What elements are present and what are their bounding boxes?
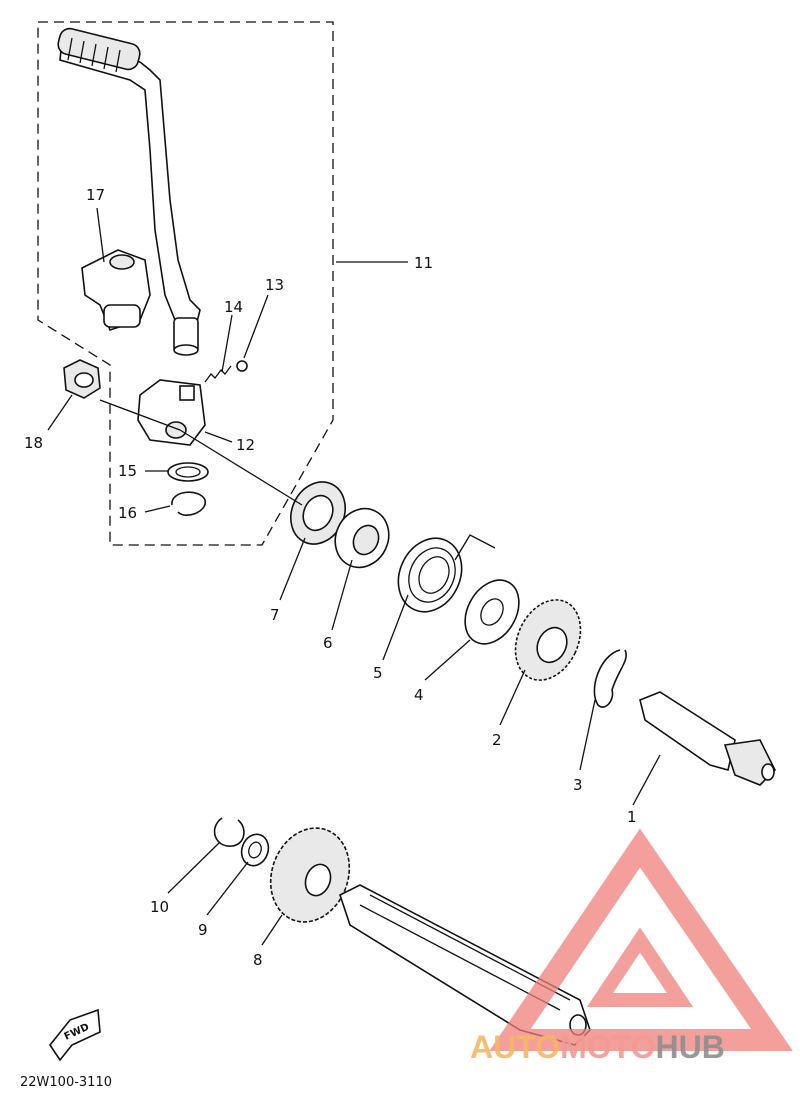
part-2-gear — [514, 599, 582, 681]
part-10-clip — [213, 817, 245, 847]
callout-12: 12 — [236, 436, 255, 454]
watermark-auto: AUTO — [470, 1029, 560, 1065]
callout-3: 3 — [573, 776, 583, 794]
watermark-logo — [489, 828, 793, 1051]
watermark-hub: HUB — [655, 1029, 724, 1065]
callout-13: 13 — [265, 276, 284, 294]
callout-15: 15 — [118, 462, 137, 480]
callout-6: 6 — [323, 634, 333, 652]
part-16-clip — [171, 491, 206, 516]
watermark-triangle — [489, 828, 793, 1051]
callout-7: 7 — [270, 606, 280, 624]
callout-11: 11 — [414, 254, 433, 272]
part-14-spring — [204, 365, 232, 383]
callout-5: 5 — [373, 664, 383, 682]
part-12-boss — [137, 379, 206, 446]
part-15-washer — [167, 462, 209, 482]
part-1-shaft — [639, 691, 776, 786]
callout-16: 16 — [118, 504, 137, 522]
callout-1: 1 — [627, 808, 637, 826]
kick-lever — [57, 27, 201, 356]
watermark-moto: MOTO — [560, 1029, 655, 1065]
callout-18: 18 — [24, 434, 43, 452]
part-13-ball — [236, 360, 248, 372]
callout-2: 2 — [492, 731, 502, 749]
drawing-code: 22W100-3110 — [20, 1075, 112, 1090]
part-8-gear — [269, 827, 351, 923]
part-4-washer — [464, 579, 520, 645]
part-3-clip — [593, 649, 627, 708]
callout-14: 14 — [224, 298, 243, 316]
callout-10: 10 — [150, 898, 169, 916]
part-5-spring — [397, 534, 496, 613]
leader-lines — [47, 207, 661, 946]
part-9-washer — [240, 833, 270, 867]
callout-8: 8 — [253, 951, 263, 969]
part-18-nut — [63, 359, 101, 399]
assembly-outline — [37, 21, 334, 546]
fwd-arrow: FWD — [49, 1008, 101, 1062]
callout-17: 17 — [86, 186, 105, 204]
part-17-boss — [81, 249, 151, 331]
callout-9: 9 — [198, 921, 208, 939]
watermark-text: AUTOMOTOHUB — [470, 1029, 725, 1065]
part-6-collar — [334, 507, 390, 569]
callout-4: 4 — [414, 686, 424, 704]
